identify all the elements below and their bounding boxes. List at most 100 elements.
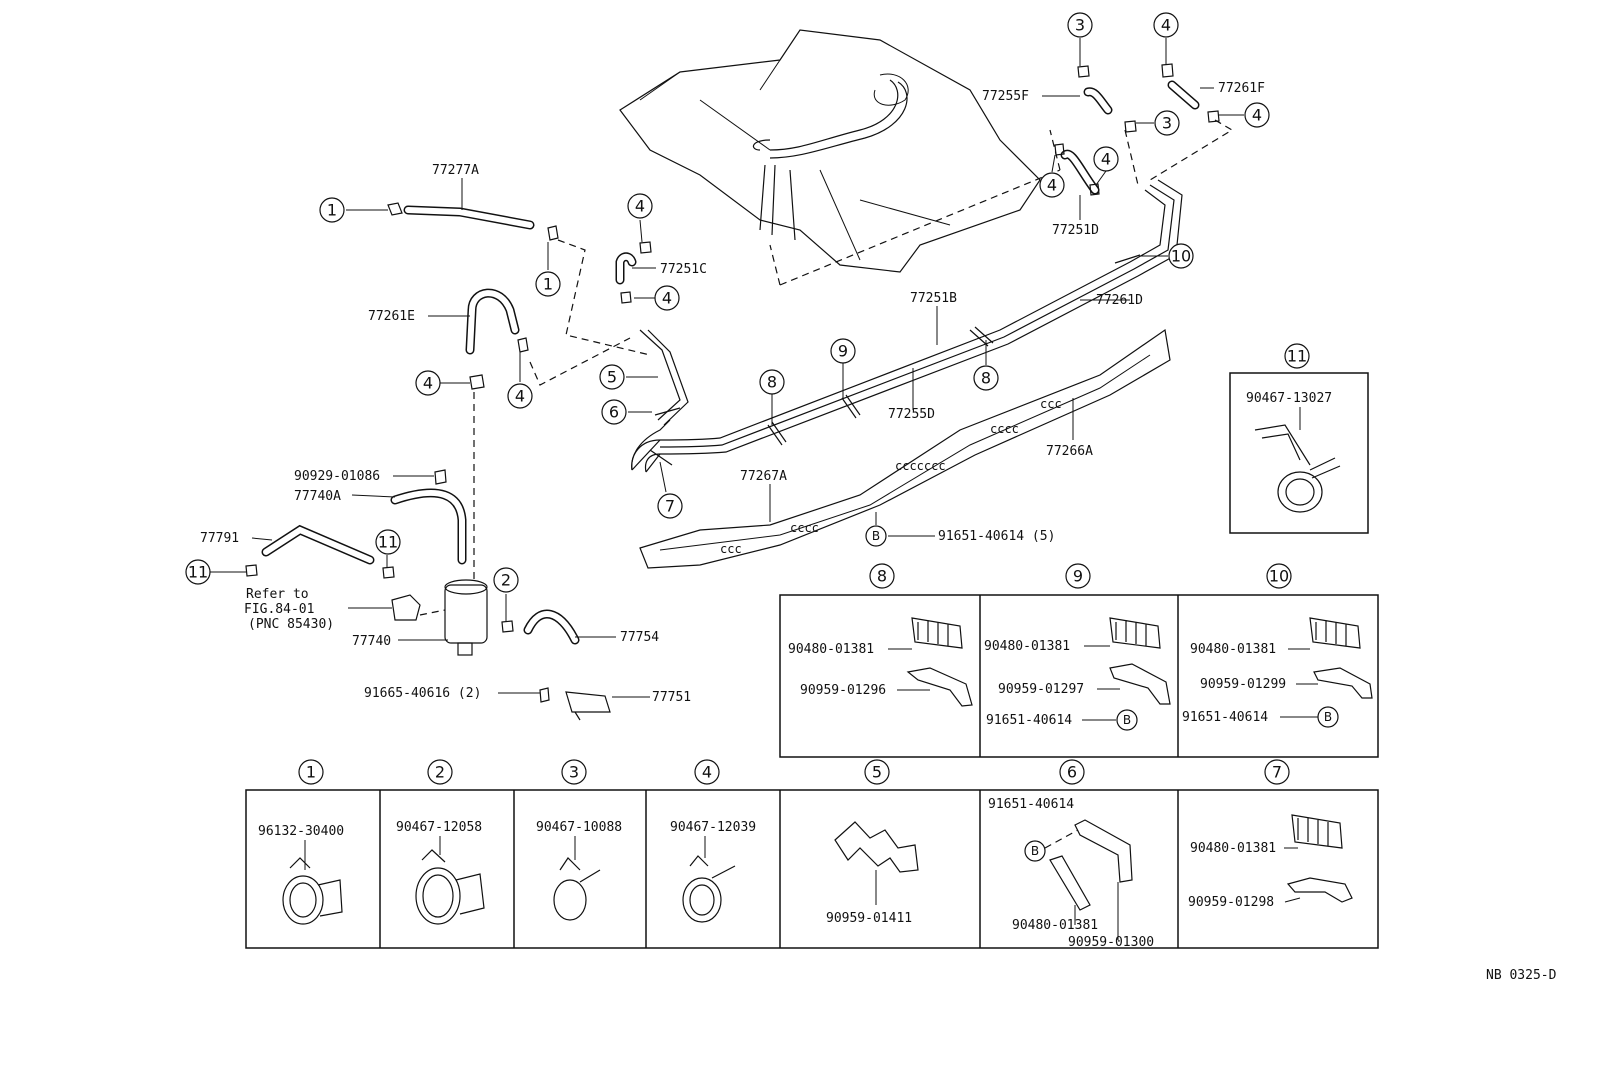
svg-text:3: 3 xyxy=(569,763,579,782)
svg-text:10: 10 xyxy=(1269,567,1289,586)
svg-text:6: 6 xyxy=(1067,763,1077,782)
svg-text:4: 4 xyxy=(635,197,645,216)
label-77751: 77751 xyxy=(652,690,691,705)
svg-text:91651-40614: 91651-40614 xyxy=(988,797,1074,812)
svg-text:90467-12058: 90467-12058 xyxy=(396,820,482,835)
label-77791: 77791 xyxy=(200,531,239,546)
svg-text:4: 4 xyxy=(515,387,525,406)
label-77740a: 77740A xyxy=(294,489,341,504)
svg-text:ccc: ccc xyxy=(1040,397,1062,411)
svg-text:B: B xyxy=(1031,844,1039,858)
svg-text:11: 11 xyxy=(378,533,398,552)
svg-text:7: 7 xyxy=(1272,763,1282,782)
svg-text:11: 11 xyxy=(1287,347,1307,366)
svg-text:91651-40614: 91651-40614 xyxy=(1182,710,1268,725)
svg-text:90959-01296: 90959-01296 xyxy=(800,683,886,698)
svg-text:cccc: cccc xyxy=(790,521,819,535)
drawing-code: NB 0325-D xyxy=(1486,968,1557,983)
small-clips xyxy=(245,63,1220,703)
svg-text:1: 1 xyxy=(327,201,337,220)
svg-text:5: 5 xyxy=(607,368,617,387)
label-77277a: 77277A xyxy=(432,163,479,178)
svg-text:1: 1 xyxy=(543,275,553,294)
label-77251c: 77251C xyxy=(660,262,707,277)
fuel-lines xyxy=(631,179,1183,473)
svg-text:B: B xyxy=(1123,713,1131,727)
charcoal-canister xyxy=(391,579,611,721)
svg-text:4: 4 xyxy=(1252,106,1262,125)
svg-text:4: 4 xyxy=(1101,150,1111,169)
detail-boxes-1-7: 1 2 3 4 5 6 7 96132-30400 90467-12058 90… xyxy=(245,759,1379,950)
svg-text:3: 3 xyxy=(1162,114,1172,133)
svg-text:4: 4 xyxy=(1161,16,1171,35)
svg-text:4: 4 xyxy=(662,289,672,308)
svg-text:5: 5 xyxy=(872,763,882,782)
label-77754: 77754 xyxy=(620,630,659,645)
svg-text:8: 8 xyxy=(981,369,991,388)
label-77740: 77740 xyxy=(352,634,391,649)
bolt-b-marker: B xyxy=(865,525,887,547)
svg-text:90467-13027: 90467-13027 xyxy=(1246,391,1332,406)
svg-text:cccc: cccc xyxy=(990,422,1019,436)
svg-text:90480-01381: 90480-01381 xyxy=(984,639,1070,654)
leader-lines xyxy=(210,38,1244,698)
label-77261d: 77261D xyxy=(1096,293,1143,308)
label-fig: FIG.84-01 xyxy=(244,602,314,617)
svg-text:9: 9 xyxy=(838,342,848,361)
line-clamps xyxy=(649,254,1141,466)
label-91665-40616: 91665-40616 (2) xyxy=(364,686,481,701)
label-77251b: 77251B xyxy=(910,291,957,306)
protector-strips: ccc cccc ccccccc cccc ccc xyxy=(639,328,1171,569)
svg-text:8: 8 xyxy=(877,567,887,586)
detail-box-11: 90467-13027 xyxy=(1229,372,1369,534)
part-labels: 77277A 77261E 77251C 90929-01086 77740A … xyxy=(200,81,1557,983)
svg-text:8: 8 xyxy=(767,373,777,392)
detail-boxes-8-9-10: 8 9 10 90480-01381 90959-01296 90480-013… xyxy=(779,563,1379,758)
svg-text:9: 9 xyxy=(1073,567,1083,586)
svg-text:96132-30400: 96132-30400 xyxy=(258,824,344,839)
svg-text:1: 1 xyxy=(306,763,316,782)
svg-text:4: 4 xyxy=(1047,176,1057,195)
svg-text:90480-01381: 90480-01381 xyxy=(1190,642,1276,657)
svg-text:B: B xyxy=(872,529,880,543)
label-77261f: 77261F xyxy=(1218,81,1265,96)
svg-text:90959-01299: 90959-01299 xyxy=(1200,677,1286,692)
callout-circles: 1 1 4 4 4 4 5 6 7 8 9 8 10 3 4 3 4 4 4 1… xyxy=(185,12,1310,593)
svg-text:90959-01300: 90959-01300 xyxy=(1068,935,1154,950)
svg-text:90467-10088: 90467-10088 xyxy=(536,820,622,835)
label-77267a: 77267A xyxy=(740,469,787,484)
svg-text:6: 6 xyxy=(609,403,619,422)
label-77266a: 77266A xyxy=(1046,444,1093,459)
svg-text:91651-40614: 91651-40614 xyxy=(986,713,1072,728)
svg-text:90480-01381: 90480-01381 xyxy=(788,642,874,657)
svg-text:7: 7 xyxy=(665,497,675,516)
svg-text:90959-01411: 90959-01411 xyxy=(826,911,912,926)
dashed-leader-tank xyxy=(769,129,1061,286)
svg-text:11: 11 xyxy=(188,563,208,582)
svg-text:90480-01381: 90480-01381 xyxy=(1190,841,1276,856)
hoses-left xyxy=(261,80,1200,645)
svg-text:ccccccc: ccccccc xyxy=(895,459,946,473)
svg-text:2: 2 xyxy=(435,763,445,782)
label-77255d: 77255D xyxy=(888,407,935,422)
svg-text:90467-12039: 90467-12039 xyxy=(670,820,756,835)
svg-text:90480-01381: 90480-01381 xyxy=(1012,918,1098,933)
svg-text:3: 3 xyxy=(1075,16,1085,35)
label-91651-40614-5: 91651-40614 (5) xyxy=(938,529,1055,544)
label-77255f: 77255F xyxy=(982,89,1029,104)
svg-text:10: 10 xyxy=(1171,247,1191,266)
label-90929-01086: 90929-01086 xyxy=(294,469,380,484)
label-77261e: 77261E xyxy=(368,309,415,324)
svg-text:B: B xyxy=(1324,710,1332,724)
svg-text:4: 4 xyxy=(423,374,433,393)
svg-text:90959-01298: 90959-01298 xyxy=(1188,895,1274,910)
fuel-tank-illustration xyxy=(619,29,1041,273)
label-77251d: 77251D xyxy=(1052,223,1099,238)
svg-text:90959-01297: 90959-01297 xyxy=(998,682,1084,697)
label-pnc: (PNC 85430) xyxy=(248,617,334,632)
svg-text:4: 4 xyxy=(702,763,712,782)
label-refer-to: Refer to xyxy=(246,587,309,602)
svg-text:ccc: ccc xyxy=(720,542,742,556)
